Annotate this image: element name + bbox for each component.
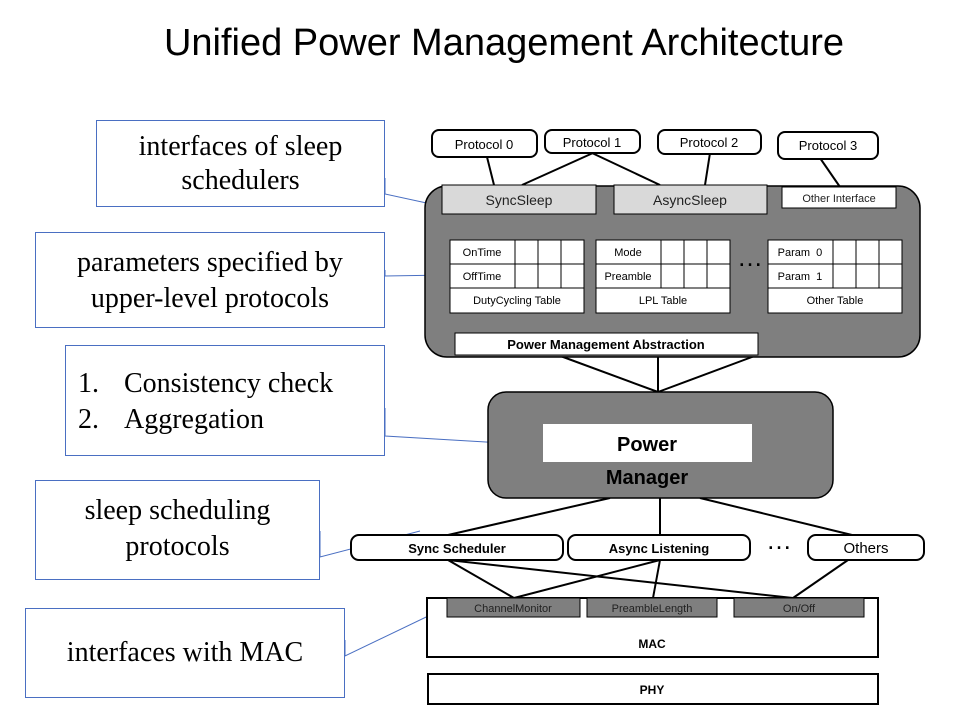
table-row-label: Mode [614,247,642,259]
callout-parameters: parameters specified by upper-level prot… [35,232,385,328]
async-listening-label: Async Listening [609,541,709,556]
table-row-label: Param 1 [778,271,823,283]
power-management-abstraction [454,332,759,356]
callout-mac-interfaces: interfaces with MAC [25,608,345,698]
others-box [807,534,925,561]
table-row-label: OnTime [463,247,502,259]
callout-line: upper-level protocols [90,283,330,314]
dutycycling-table: OnTime OffTime DutyCycling Table [449,239,585,314]
power-manager-subtitle: Manager [606,467,688,489]
protocol-boxes: Protocol 0 Protocol 1 Protocol 2 Protoco… [431,129,879,160]
step-number: 2. [78,404,99,435]
mac-interface-channel-monitor [446,597,581,618]
callout-line: schedulers [181,165,300,196]
other-interface [781,186,897,209]
power-manager-title: Power [617,434,677,456]
sync-scheduler-box [350,534,564,561]
protocol-box-3 [777,131,879,160]
lpl-table: Mode Preamble LPL Table [595,239,731,314]
sync-scheduler-label: Sync Scheduler [408,541,506,556]
callout-line: interfaces of sleep [138,131,343,162]
callout-line: interfaces with MAC [66,637,304,668]
phy-block [427,673,879,705]
other-table: Param 0 Param 1 Other Table [767,239,903,314]
others-label: Others [843,540,888,557]
mac-interface-preamble-length [586,597,718,618]
phy-label: PHY [640,683,665,697]
step-text: Consistency check [124,368,334,399]
page-title: Unified Power Management Architecture [163,22,845,64]
async-sleep-label: AsyncSleep [653,192,727,208]
mac-interface-label: ChannelMonitor [474,603,552,615]
table-label: Other Table [807,295,864,307]
step-item: 2. Aggregation [78,402,384,438]
callout-line: parameters specified by [77,247,343,278]
protocol-label-0: Protocol 0 [455,137,514,152]
async-listening-box [567,534,751,561]
callout-sleep-interfaces: interfaces of sleep schedulers [96,120,385,207]
callout-sleep-protocols: sleep scheduling protocols [35,480,320,580]
sync-sleep-label: SyncSleep [486,192,553,208]
mac-label: MAC [638,637,666,651]
protocol-label-2: Protocol 2 [680,135,739,150]
table-label: DutyCycling Table [473,295,561,307]
schedulers-ellipsis: … [766,525,792,555]
step-item: 1. Consistency check [78,366,384,402]
mac-interface-label: On/Off [783,603,816,615]
protocol-box-0 [431,129,538,158]
table-row-label: OffTime [463,271,502,283]
other-interface-label: Other Interface [802,193,875,205]
sync-sleep-interface [441,184,597,215]
protocol-label-3: Protocol 3 [799,138,858,153]
protocol-label-1: Protocol 1 [563,135,622,150]
callout-steps: 1. Consistency check 2. Aggregation [65,345,385,456]
protocol-box-2 [657,129,762,155]
table-row-label: Param 0 [778,247,823,259]
power-manager-label-box [543,424,752,462]
callout-line: sleep scheduling [84,495,271,526]
protocol-box-1 [544,129,641,154]
mac-interface-on-off [733,597,865,618]
step-text: Aggregation [124,404,264,435]
abstraction-label: Power Management Abstraction [507,337,705,352]
table-row-label: Preamble [604,271,651,283]
mac-interface-label: PreambleLength [612,603,693,615]
step-number: 1. [78,368,99,399]
callout-line: protocols [125,531,230,562]
tables-ellipsis: … [737,242,763,272]
async-sleep-interface [613,184,768,215]
table-label: LPL Table [639,295,687,307]
